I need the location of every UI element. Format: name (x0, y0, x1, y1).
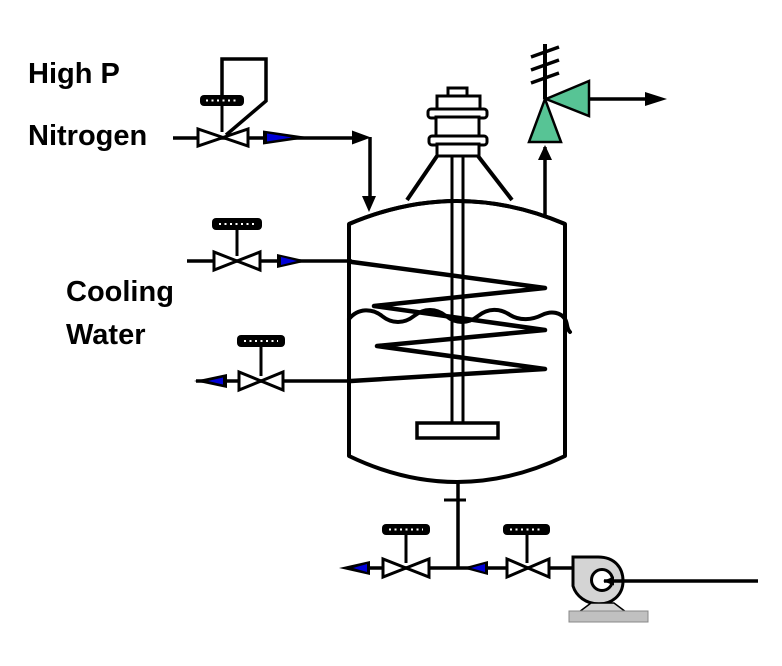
cooling-water-outlet (194, 335, 351, 393)
agitator-shaft (450, 148, 465, 428)
relief-valve-inlet-triangle (527, 95, 563, 144)
cw-outlet-valve-left (237, 369, 265, 393)
pump-baseplate (568, 610, 649, 623)
motor-base (435, 142, 481, 158)
centrifugal-pump (568, 555, 758, 623)
drain-valve-left-body-l (381, 556, 411, 580)
relief-vent-arrow (645, 92, 667, 106)
cooling-coil (348, 259, 548, 384)
pump-suction-arrow (603, 576, 614, 586)
nitrogen-valve-left (196, 126, 228, 149)
label-water: Water (66, 319, 146, 351)
motor-body (434, 115, 481, 139)
reactor-vessel (347, 86, 572, 484)
relief-spring-hash-2 (530, 58, 560, 72)
agitator-motor (426, 86, 489, 158)
motor-leg-left (405, 154, 439, 202)
drain-valve-left-body-r (401, 556, 431, 580)
relief-valve-outlet-triangle (542, 79, 591, 118)
label-nitrogen: Nitrogen (28, 120, 148, 152)
drain-valve-right-body-r (524, 556, 551, 580)
manifold-left-arrow-blue (353, 564, 367, 572)
nitrogen-feed (173, 57, 376, 212)
cw-outlet-valve-right (257, 369, 285, 393)
cooling-water-inlet (187, 218, 352, 273)
cw-outlet-arrow-blue (208, 377, 223, 385)
valve-actuator-bar (200, 95, 244, 106)
cw-inlet-arrow-blue (281, 257, 297, 265)
into-vessel-arrow (362, 196, 376, 212)
relief-up-arrow (538, 145, 552, 160)
cw-inlet-valve-right (232, 249, 262, 273)
relief-spring-hash-1 (530, 45, 560, 59)
bottom-manifold (339, 482, 575, 580)
valve-pilot-loop (220, 57, 268, 137)
corner-arrow (352, 130, 371, 145)
vessel-dome-line (348, 199, 566, 226)
flow-arrow-blue (267, 133, 292, 142)
relief-spring-hash-3 (530, 71, 560, 85)
relief-valve (527, 44, 667, 218)
nitrogen-valve-right (218, 126, 250, 149)
label-high-p: High P (28, 58, 120, 90)
manifold-mid-arrow-blue (471, 564, 485, 572)
agitator-paddle (415, 421, 500, 440)
drain-valve-right-body-l (505, 556, 532, 580)
motor-leg-right (476, 154, 514, 202)
cw-inlet-valve-left (212, 249, 242, 273)
label-cooling: Cooling (66, 276, 174, 308)
liquid-level-line (347, 307, 572, 334)
